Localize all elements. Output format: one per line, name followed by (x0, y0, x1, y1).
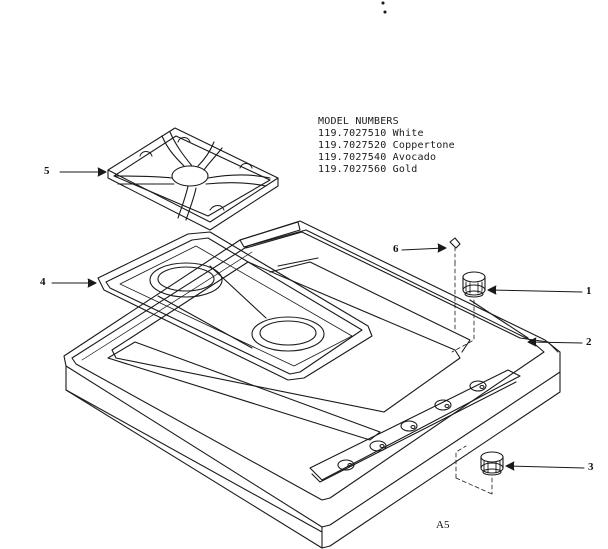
leader-lines (51, 167, 585, 471)
model-numbers-heading: MODEL NUMBERS (318, 116, 399, 127)
callout-burner-cover: 4 (40, 276, 46, 288)
small-clip-part (449, 237, 461, 331)
model-number-row: 119.7027510 White (318, 128, 424, 139)
callout-knob-upper: 1 (586, 285, 592, 297)
model-number-row: 119.7027560 Gold (318, 164, 418, 175)
burner-grate (107, 127, 279, 231)
knob-holes (337, 380, 487, 471)
callout-knob-lower: 3 (588, 461, 594, 473)
scan-marks (381, 1, 387, 14)
callout-grate: 5 (44, 165, 50, 177)
page-code: A5 (436, 519, 450, 531)
control-knob-upper (451, 271, 486, 353)
model-number-row: 119.7027520 Coppertone (318, 140, 455, 151)
burner-cover (97, 231, 373, 381)
callout-cooktop-frame: 2 (586, 336, 592, 348)
model-numbers-block: MODEL NUMBERS 119.7027510 White 119.7027… (318, 116, 455, 176)
callout-small-part: 6 (393, 243, 399, 255)
model-number-row: 119.7027540 Avocado (318, 152, 437, 163)
control-knob-lower (455, 445, 504, 495)
